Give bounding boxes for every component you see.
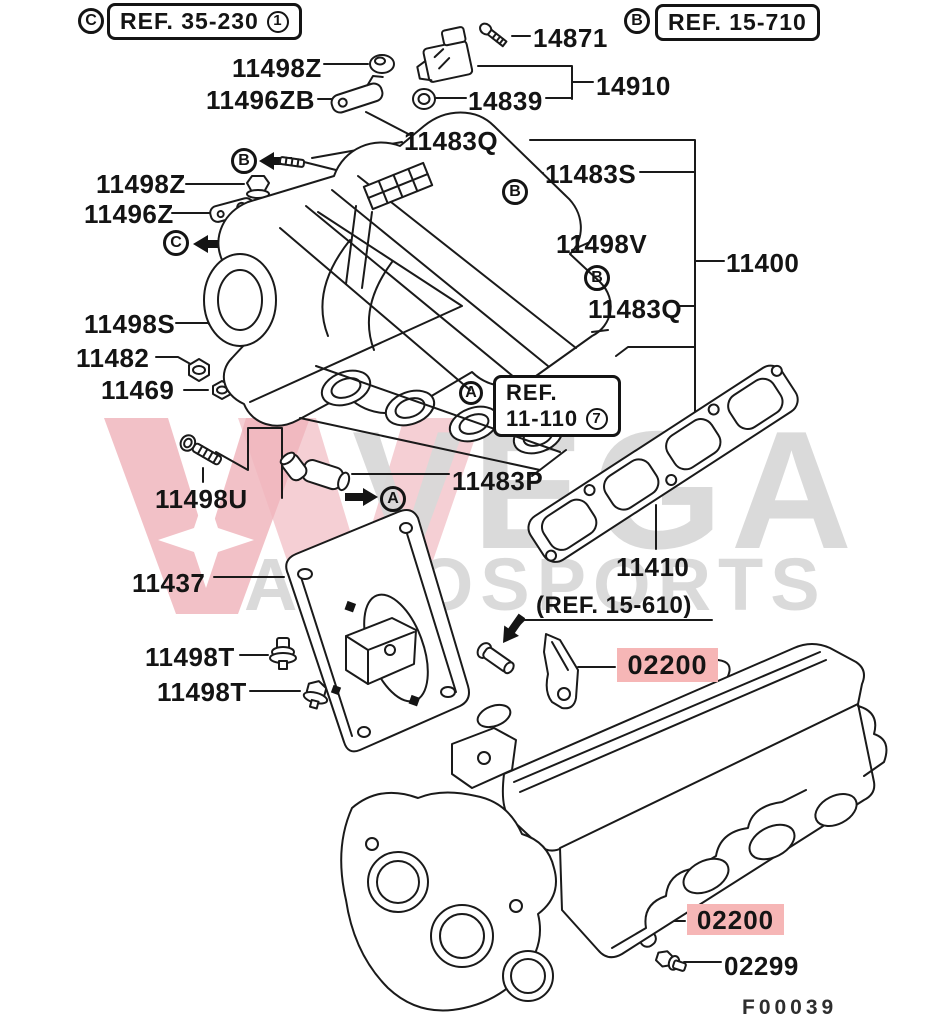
manifold-gasket-11410-drawing (527, 364, 799, 563)
engine-cylinder-head-drawing (340, 617, 888, 1012)
part-label-11400: 11400 (726, 248, 800, 278)
ref-box-11-110: REF. 11-110 7 (493, 375, 622, 438)
marker-c-side: C (163, 230, 189, 256)
bolt-14871-drawing (479, 22, 508, 48)
part-label-11498z-mid: 11498Z (96, 169, 186, 199)
ref-note-15-610: (REF. 15-610) (536, 592, 692, 619)
part-label-11469: 11469 (101, 375, 175, 405)
marker-a-ref: A (459, 381, 483, 405)
ref-badge-1: 1 (266, 10, 289, 33)
part-label-11496z: 11496Z (84, 199, 174, 229)
bracket-02200-top-drawing (543, 633, 579, 710)
highlighted-part-label-02200-bottom: 02200 (687, 904, 784, 935)
bolt-02299-drawing (654, 950, 687, 972)
bolt-ref-15-610-drawing (476, 642, 515, 675)
part-label-11498s: 11498S (84, 309, 176, 339)
marker-b-mid: B (502, 179, 528, 205)
bolt-11498u-drawing (179, 434, 223, 466)
bolt-11498t-2-drawing (302, 680, 329, 710)
marker-b-low: B (584, 265, 610, 291)
ref-badge-7: 7 (586, 408, 609, 431)
nut-11498z-mid-drawing (246, 175, 270, 199)
bolt-11498t-1-drawing (269, 637, 297, 670)
valve-11483p-drawing (279, 451, 351, 492)
ref-box-11-110-line2: 11-110 (506, 406, 579, 432)
marker-b-top: B (231, 148, 257, 174)
ref-box-35-230: REF. 35-230 1 (107, 3, 302, 41)
part-label-11498z-top: 11498Z (232, 53, 322, 83)
figure-code: F00039 (742, 996, 838, 1019)
part-label-11498u: 11498U (155, 484, 248, 514)
part-label-11483s: 11483S (545, 159, 637, 189)
part-label-02299: 02299 (724, 951, 799, 981)
part-label-11483q-low: 11483Q (588, 294, 683, 324)
ref-box-15-710: REF. 15-710 (655, 4, 820, 42)
arrow-to-b-top (259, 152, 292, 170)
watermark-star-icon (158, 492, 254, 588)
arrow-to-a-part (345, 488, 378, 506)
nut-11482-drawing (188, 358, 210, 382)
part-label-11410: 11410 (616, 552, 690, 582)
marker-a-part: A (380, 486, 406, 512)
bracket-11496zb-drawing (330, 74, 384, 114)
part-label-14871: 14871 (533, 23, 608, 53)
marker-c-header: C (78, 8, 104, 34)
grommet-11498z-top-drawing (369, 54, 395, 74)
sensor-14910-drawing (412, 22, 508, 110)
arrow-to-c (193, 235, 226, 253)
part-label-14839: 14839 (468, 86, 543, 116)
part-label-11498t-1: 11498T (145, 642, 235, 672)
ref-box-11-110-line1: REF. (506, 380, 558, 405)
marker-b-header: B (624, 8, 650, 34)
ref-box-35-230-text: REF. 35-230 (120, 8, 259, 34)
part-label-11498t-2: 11498T (157, 677, 247, 707)
part-label-11498v: 11498V (556, 229, 648, 259)
part-label-14910: 14910 (596, 71, 671, 101)
ref-box-15-710-text: REF. 15-710 (668, 9, 807, 35)
part-label-11437: 11437 (132, 568, 206, 598)
arrow-ref-15-610 (503, 613, 526, 643)
highlighted-part-label-02200-top: 02200 (617, 648, 718, 682)
part-label-11483p: 11483P (452, 466, 544, 496)
part-label-11483q-top: 11483Q (404, 126, 499, 156)
part-label-11496zb: 11496ZB (206, 85, 316, 115)
stud-11483q-top-drawing (278, 156, 306, 168)
part-label-11482: 11482 (76, 343, 150, 373)
